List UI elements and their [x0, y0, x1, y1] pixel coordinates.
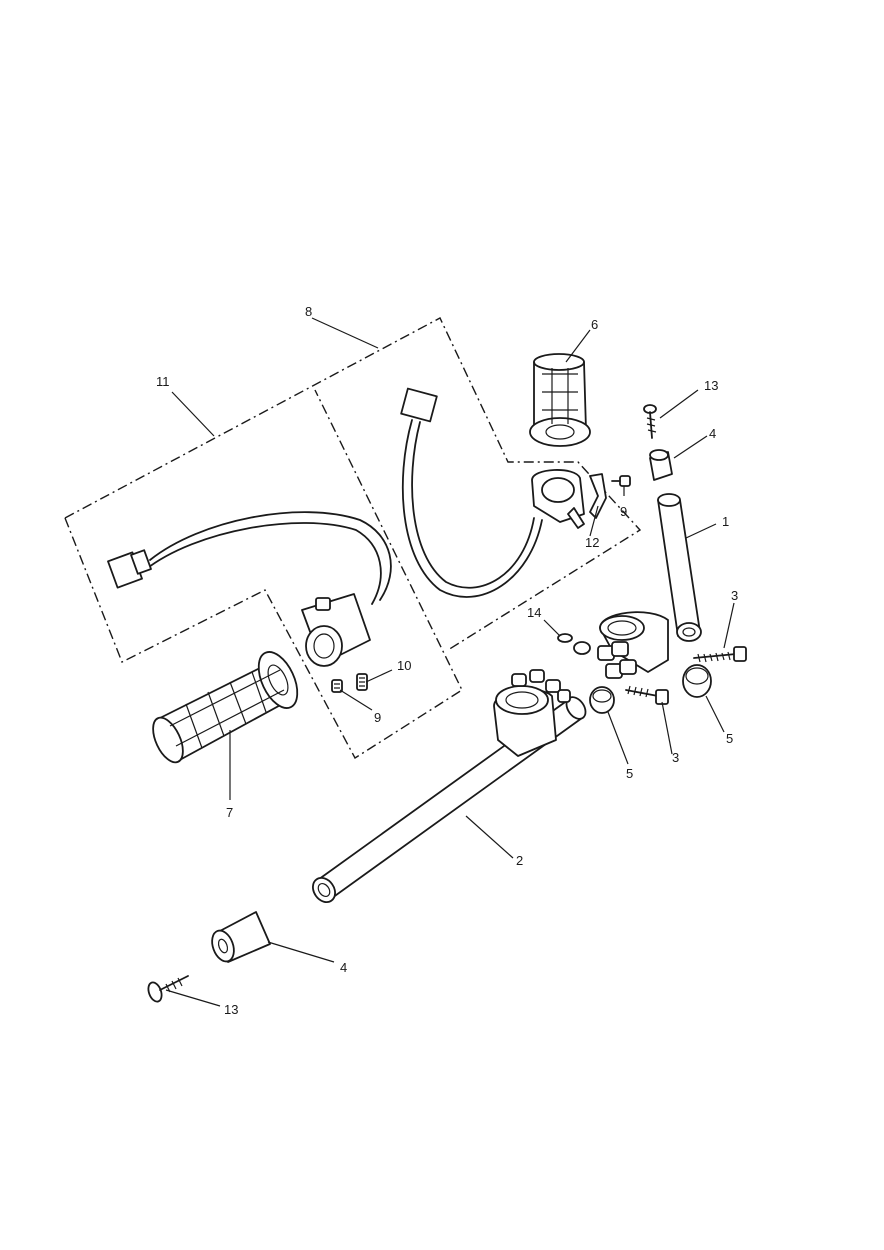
callout-4-lower: 4: [340, 960, 347, 975]
part-1-right-clip-on-tube: [657, 493, 702, 642]
part-12-clip: [589, 473, 607, 519]
part-3-clamp-bolt-left: [625, 685, 669, 705]
callout-4-upper: 4: [709, 426, 716, 441]
part-5-cap-left: [589, 686, 615, 714]
part-10-screw: [356, 673, 368, 691]
callout-labels: 1 2 3 3 4 4 5 5 6 7 8 9 9 10 11 12 13 13…: [156, 304, 738, 1017]
callout-5-left: 5: [626, 766, 633, 781]
callout-6: 6: [591, 317, 598, 332]
callout-11: 11: [156, 374, 170, 389]
part-5-cap-right: [682, 664, 712, 698]
part-13-screw-upper: [643, 404, 657, 439]
callout-2: 2: [516, 853, 523, 868]
right-switch-assembly: [400, 387, 585, 598]
assembly-11-boundary: [64, 389, 463, 759]
callout-9-lower: 9: [374, 710, 381, 725]
callout-8: 8: [305, 304, 312, 319]
assembly-8-boundary: [64, 317, 642, 651]
part-3-clamp-bolt-right: [693, 646, 747, 663]
part-6-right-hand-grip: [529, 353, 591, 447]
callout-5-right: 5: [726, 731, 733, 746]
callout-14: 14: [527, 605, 541, 620]
part-14-pin: [557, 633, 573, 643]
callout-3-left: 3: [672, 750, 679, 765]
part-9-screw-lower: [331, 679, 343, 693]
part-13-screw-lower: [147, 975, 189, 1003]
part-9-screw-upper: [611, 475, 631, 487]
callout-12: 12: [585, 535, 599, 550]
right-clamp-body: [573, 611, 669, 679]
callout-9-upper: 9: [620, 504, 627, 519]
callout-10: 10: [397, 658, 411, 673]
leader-lines: [165, 317, 735, 1007]
part-7-left-hand-grip: [152, 651, 299, 764]
part-4-bar-end-weight-lower: [211, 911, 271, 963]
part-4-bar-end-weight-upper: [649, 449, 673, 481]
callout-7: 7: [226, 805, 233, 820]
callout-3-right: 3: [731, 588, 738, 603]
callout-1: 1: [722, 514, 729, 529]
left-switch-assembly: [107, 511, 392, 667]
left-clamp-body: [493, 669, 571, 757]
callout-13-lower: 13: [224, 1002, 238, 1017]
callout-13-upper: 13: [704, 378, 718, 393]
